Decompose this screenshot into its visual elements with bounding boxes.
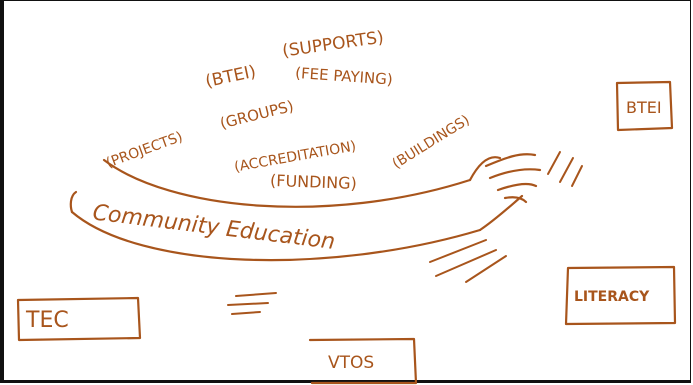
box-btei-outline [615, 80, 674, 132]
box-literacy-label: LITERACY [574, 289, 650, 305]
motion-lines-left [227, 292, 277, 315]
arm-outline [69, 153, 542, 262]
label-btei-top: (BTEI) [204, 62, 258, 92]
label-funding: (FUNDING) [270, 171, 357, 193]
label-projects: (PROJECTS) [104, 129, 185, 172]
motion-lines-hand [547, 151, 583, 187]
label-fee-paying: (FEE PAYING) [295, 64, 394, 89]
label-groups: (GROUPS) [218, 97, 295, 133]
label-buildings: (BUILDINGS) [390, 112, 473, 172]
label-accreditation: (ACCREDITATION) [233, 138, 357, 175]
box-literacy-outline [564, 265, 677, 326]
box-btei-label: BTEI [626, 98, 662, 117]
box-vtos-label: VTOS [328, 353, 374, 373]
box-tec-label: TEC [25, 308, 69, 333]
arm-title: Community Education [91, 200, 336, 255]
motion-lines-arm [429, 239, 507, 283]
box-tec-outline [16, 296, 142, 342]
label-supports: (SUPPORTS) [281, 28, 385, 62]
box-vtos-outline [308, 337, 418, 385]
